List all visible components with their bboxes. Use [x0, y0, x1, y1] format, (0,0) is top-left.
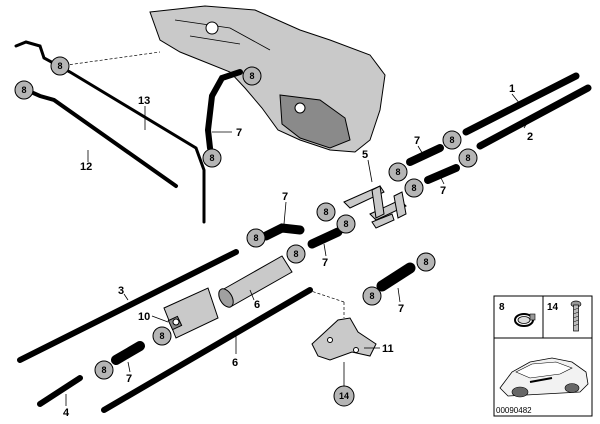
callout-4: 4	[63, 407, 70, 419]
badges-8: 8 8 8 8 8 8 8 8 8 8 8 8 8 8 8 8 14	[14, 56, 478, 407]
screw-icon	[570, 300, 582, 332]
badge-8-o: 8	[152, 326, 172, 346]
dashed-leader-tank	[59, 51, 161, 67]
leader-5	[367, 159, 373, 183]
distributor-5	[343, 185, 407, 229]
pipe-2	[476, 84, 592, 150]
pipe-1	[462, 72, 580, 136]
badge-8-a: 8	[50, 56, 70, 76]
svg-text:8: 8	[293, 249, 298, 259]
hose-clamp-icon	[514, 313, 536, 327]
pipe-13	[14, 40, 206, 224]
leader-2	[523, 117, 531, 129]
regulator-10	[163, 287, 219, 339]
callout-7-tank: 7	[236, 127, 242, 139]
fuel-filter-6	[218, 255, 293, 308]
pipe-3	[17, 249, 239, 363]
svg-text:8: 8	[369, 291, 374, 301]
leader-6	[249, 289, 255, 301]
svg-text:8: 8	[343, 219, 348, 229]
badge-8-d: 8	[202, 148, 222, 168]
leader-7-lr	[397, 287, 401, 303]
callout-5-distributor: 5	[362, 149, 368, 161]
bracket-11	[311, 317, 377, 361]
leader-7-r1	[417, 145, 425, 157]
badge-8-c: 8	[242, 66, 262, 86]
badge-8-k: 8	[246, 228, 266, 248]
badge-8-l: 8	[286, 244, 306, 264]
callout-7-mid2: 7	[322, 257, 328, 269]
badge-8-f: 8	[458, 148, 478, 168]
hose-7-bottom	[111, 341, 145, 365]
callout-7-r2: 7	[440, 185, 446, 197]
badge-8-p: 8	[94, 360, 114, 380]
callout-1: 1	[509, 83, 515, 95]
badge-14: 14	[333, 385, 355, 407]
pipe-12	[20, 86, 178, 188]
callout-3: 3	[118, 285, 124, 297]
badge-8-e: 8	[442, 130, 462, 150]
badge-8-g: 8	[388, 162, 408, 182]
short-hoses-right	[406, 144, 460, 184]
callout-6: 6	[254, 299, 260, 311]
svg-text:8: 8	[411, 183, 416, 193]
svg-text:8: 8	[323, 207, 328, 217]
badge-8-i: 8	[316, 202, 336, 222]
svg-text:8: 8	[159, 331, 164, 341]
pipe-5-lower	[101, 287, 313, 413]
legend-item-8-label: 8	[499, 302, 505, 313]
callout-7-r1: 7	[414, 135, 420, 147]
car-silhouette-icon	[499, 357, 589, 398]
callout-13: 13	[138, 95, 150, 107]
legend-box: 8 14 00090482	[493, 295, 593, 417]
leader-7-mid2	[323, 243, 327, 257]
badge-8-h: 8	[404, 178, 424, 198]
svg-text:8: 8	[57, 61, 62, 71]
badge-8-b: 8	[14, 80, 34, 100]
leader-1	[511, 93, 521, 105]
pipe-4	[37, 375, 83, 407]
svg-text:8: 8	[249, 71, 254, 81]
svg-text:8: 8	[395, 167, 400, 177]
hose-7-lower-right	[376, 262, 416, 292]
callout-2: 2	[527, 131, 533, 143]
hose-7-mid	[261, 223, 343, 249]
callout-7-bottom: 7	[126, 373, 132, 385]
callout-10: 10	[138, 311, 150, 323]
svg-text:14: 14	[339, 391, 349, 401]
svg-text:8: 8	[209, 153, 214, 163]
badge-8-m: 8	[416, 252, 436, 272]
callout-11: 11	[382, 343, 394, 355]
leader-10	[151, 315, 169, 323]
callout-5-lower: 6	[232, 357, 238, 369]
hose-7-tank	[204, 69, 243, 151]
leader-7-r2	[439, 175, 445, 185]
badge-8-j: 8	[336, 214, 356, 234]
svg-text:8: 8	[465, 153, 470, 163]
svg-text:8: 8	[449, 135, 454, 145]
callout-7-lr: 7	[398, 303, 404, 315]
leader-3	[123, 293, 129, 301]
leader-7-mid1	[283, 201, 287, 225]
svg-text:8: 8	[423, 257, 428, 267]
leader-7-bottom	[127, 361, 131, 373]
dashed-leader-bracket	[307, 289, 345, 318]
svg-text:8: 8	[101, 365, 106, 375]
callout-12: 12	[80, 161, 92, 173]
document-number: 00090482	[496, 406, 532, 415]
svg-text:8: 8	[21, 85, 26, 95]
svg-text:8: 8	[253, 233, 258, 243]
fuel-tank	[149, 5, 386, 153]
callout-numbers: 1 2 3 4 5 6 6 7 7 7 7 7 7 7 10 11 12 13	[63, 83, 533, 419]
badge-8-n: 8	[362, 286, 382, 306]
callout-7-mid1: 7	[282, 191, 288, 203]
legend-item-14-label: 14	[547, 302, 559, 313]
